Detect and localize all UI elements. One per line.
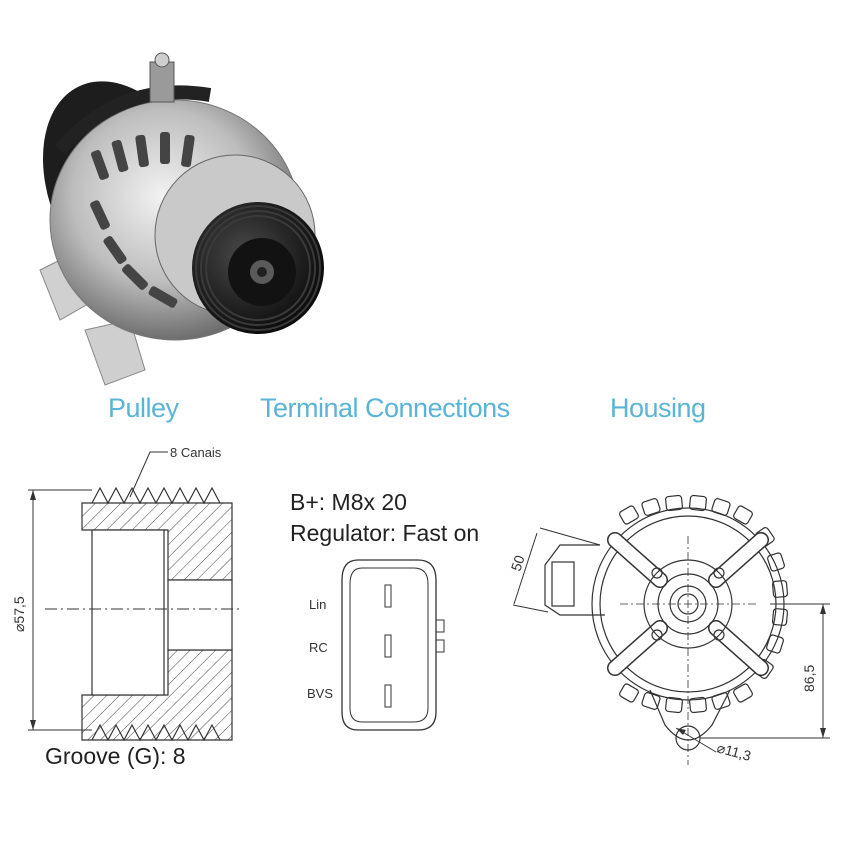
pulley-grooves-top	[91, 486, 221, 505]
pulley-channels-label: 8 Canais	[170, 445, 222, 460]
pulley-grooves-bottom	[91, 723, 221, 742]
pulley-heading: Pulley	[108, 393, 179, 423]
pin-label-rc: RC	[309, 640, 328, 655]
housing-dim-11-3: ⌀11,3	[715, 739, 753, 763]
b-plus-spec: B+: M8x 20	[290, 489, 407, 515]
groove-count-label: Groove (G): 8	[45, 743, 186, 769]
pulley-diameter-label: ⌀57,5	[11, 596, 27, 632]
pin-label-lin: Lin	[309, 597, 326, 612]
housing-heading: Housing	[610, 393, 706, 423]
housing-dim-50: 50	[508, 553, 528, 573]
housing-dim-86-5: 86,5	[801, 665, 817, 692]
pin-label-bvs: BVS	[307, 686, 333, 701]
pin-lin	[384, 584, 392, 608]
regulator-spec: Regulator: Fast on	[290, 520, 480, 546]
terminal-connections-heading: Terminal Connections	[260, 393, 510, 423]
pin-bvs	[384, 684, 392, 708]
housing-cooling-fins	[619, 494, 789, 714]
pin-rc	[384, 634, 392, 658]
